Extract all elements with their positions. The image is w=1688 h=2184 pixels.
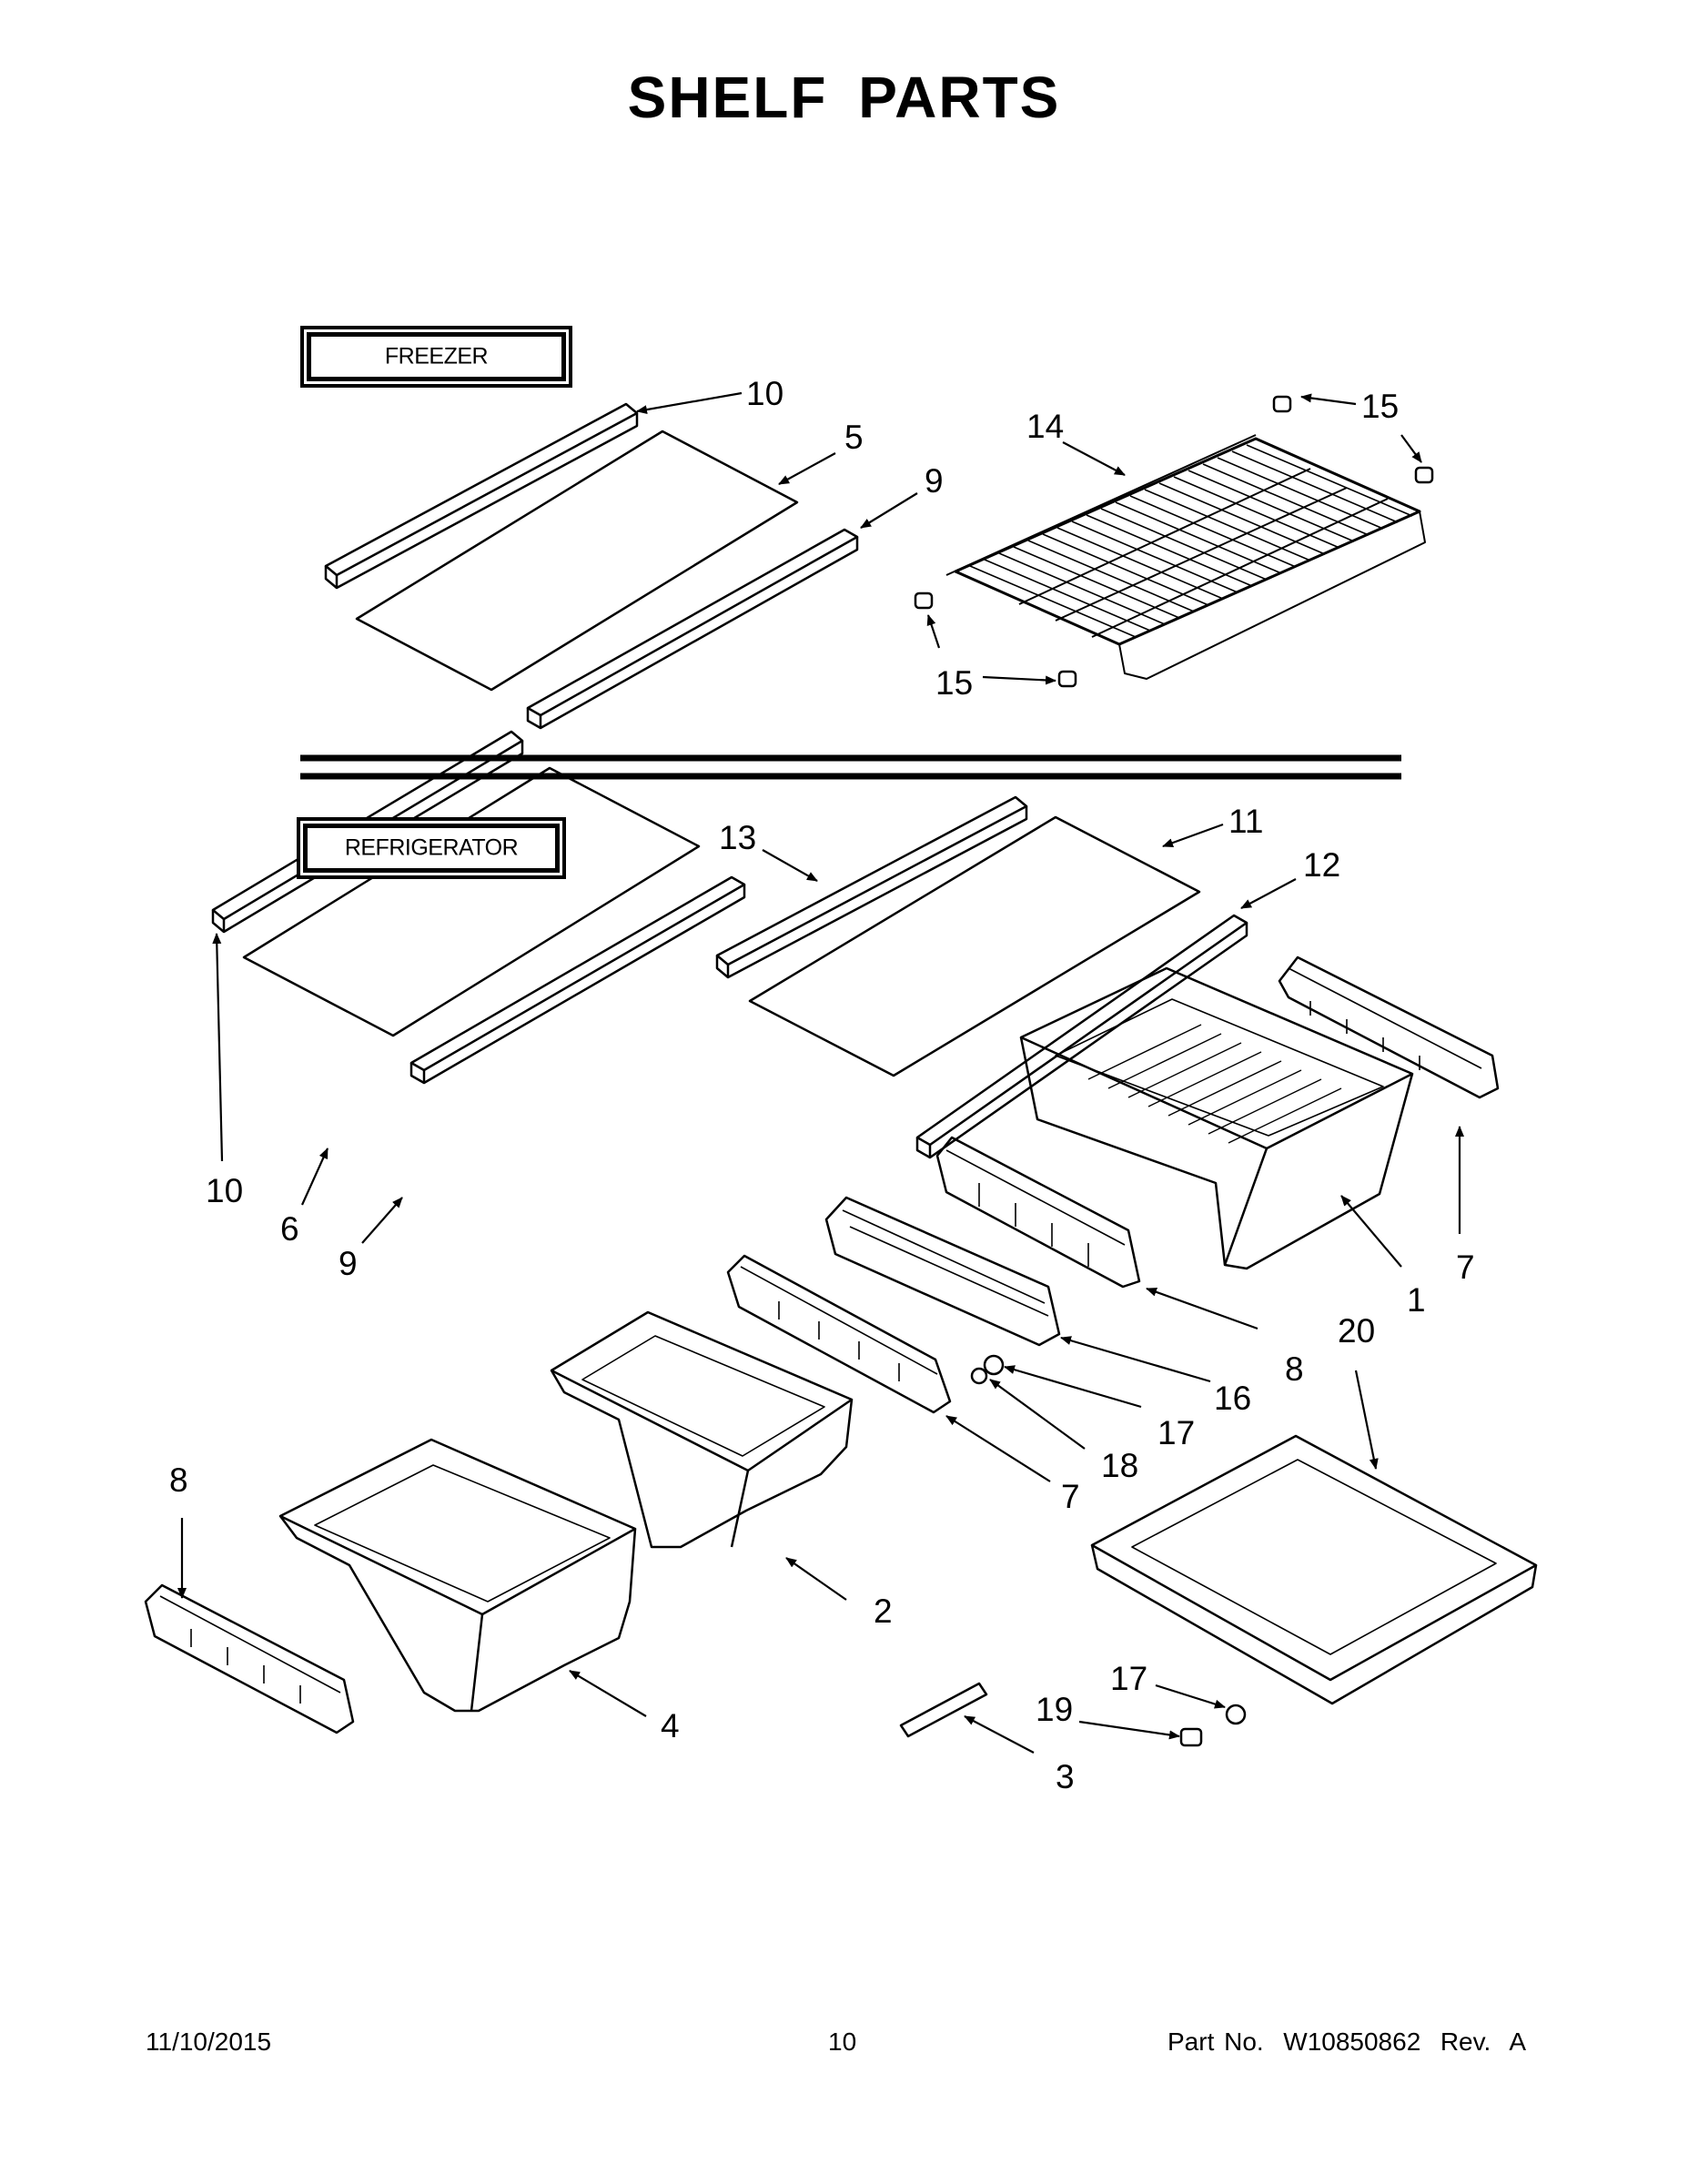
freezer-shelf-rear-trim: [324, 402, 639, 590]
refrigerator-right-front-trim: [915, 914, 1248, 1159]
crisper-track-hardware: [970, 1354, 1005, 1385]
deli-drawer: [1019, 966, 1414, 1270]
cover-hardware: [1179, 1704, 1247, 1747]
callout-10: 10: [206, 1172, 244, 1209]
callout-8: 8: [1285, 1350, 1304, 1388]
callout-8: 8: [169, 1461, 188, 1499]
callout-14: 14: [1026, 408, 1065, 445]
callout-12: 12: [1303, 846, 1341, 884]
leader-15-left: [926, 614, 941, 649]
leader-5: [778, 452, 836, 485]
deli-drawer-slide-center: [935, 1136, 1141, 1289]
callout-6: 6: [280, 1210, 299, 1248]
callout-18: 18: [1101, 1447, 1139, 1484]
leader-1: [1340, 1195, 1402, 1268]
freezer-label-text: FREEZER: [384, 343, 489, 369]
crisper-center-track: [824, 1196, 1061, 1347]
callout-19: 19: [1036, 1691, 1074, 1728]
leader-8a: [1146, 1287, 1258, 1330]
footer-page-number: 10: [828, 2027, 857, 2056]
callout-3: 3: [1056, 1758, 1075, 1795]
leader-12: [1240, 878, 1297, 909]
freezer-shelf-front-trim: [526, 528, 859, 730]
callout-15: 15: [935, 664, 974, 702]
leader-11: [1162, 823, 1224, 848]
callout-2: 2: [874, 1592, 893, 1630]
freezer-section-label: FREEZER: [307, 332, 566, 381]
leader-7b: [945, 1415, 1051, 1482]
footer-date: 11/10/2015: [146, 2027, 272, 2056]
leader-13: [762, 849, 818, 882]
crisper-drawer-left: [278, 1438, 637, 1713]
freezer-glass-shelf: [355, 430, 799, 692]
leader-17b: [1155, 1684, 1226, 1709]
cover-clip: [899, 1682, 988, 1738]
callout-10: 10: [746, 375, 784, 412]
callout-15: 15: [1361, 388, 1400, 425]
leader-15-bottom: [982, 675, 1056, 685]
leader-10a: [636, 391, 743, 415]
callout-17: 17: [1110, 1660, 1148, 1697]
leader-16: [1060, 1336, 1211, 1383]
callout-11: 11: [1228, 803, 1264, 840]
leader-4: [569, 1670, 647, 1717]
leader-15-right: [1400, 434, 1422, 463]
leader-19: [1078, 1720, 1180, 1740]
refrigerator-right-rear-trim: [715, 795, 1028, 979]
crisper-slide-left-loose: [144, 1583, 355, 1734]
callout-13: 13: [719, 819, 757, 856]
footer-part-number: Part No. W10850862 Rev. A: [1167, 2027, 1527, 2056]
deli-drawer-slide-right: [1278, 956, 1500, 1099]
leader-2: [785, 1557, 847, 1601]
leader-14: [1062, 441, 1126, 476]
refrigerator-left-glass-shelf: [242, 766, 701, 1037]
callout-16: 16: [1214, 1380, 1252, 1417]
callout-17: 17: [1157, 1414, 1196, 1451]
callout-7: 7: [1456, 1249, 1475, 1286]
leader-10b: [212, 933, 224, 1162]
refrigerator-label-text: REFRIGERATOR: [344, 834, 519, 861]
leader-15-top: [1300, 393, 1357, 406]
crisper-slide-left: [726, 1254, 952, 1414]
leader-18: [989, 1379, 1086, 1450]
refrigerator-right-glass-shelf: [748, 815, 1201, 1077]
refrigerator-left-front-trim: [409, 875, 746, 1085]
leader-9b: [361, 1197, 403, 1244]
callout-9: 9: [339, 1245, 358, 1282]
callout-1: 1: [1407, 1281, 1426, 1319]
callout-7: 7: [1061, 1478, 1080, 1515]
leader-17a: [1004, 1365, 1142, 1409]
leader-20: [1354, 1370, 1379, 1470]
crisper-drawer-right: [550, 1310, 854, 1549]
freezer-rack-end-caps: [914, 395, 1434, 688]
crisper-cover-shelf: [1090, 1434, 1538, 1705]
callout-5: 5: [844, 419, 864, 456]
callout-4: 4: [661, 1707, 680, 1744]
leader-9a: [860, 492, 918, 529]
freezer-wire-shelf: [945, 434, 1426, 680]
leader-3: [964, 1715, 1035, 1754]
page-title: SHELF PARTS: [627, 65, 1061, 130]
callout-20: 20: [1338, 1312, 1376, 1350]
refrigerator-section-label: REFRIGERATOR: [303, 824, 560, 873]
callout-9: 9: [925, 462, 944, 500]
leader-6: [300, 1148, 329, 1206]
